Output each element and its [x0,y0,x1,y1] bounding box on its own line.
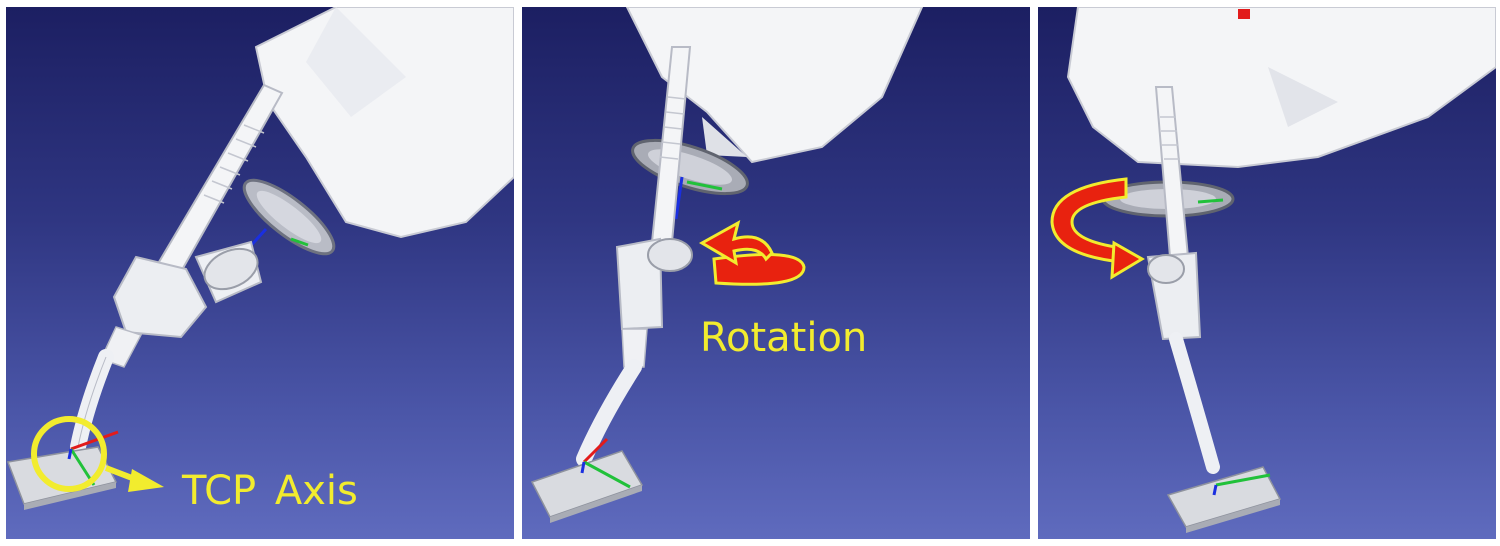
panel-rotation: Rotation [522,7,1030,539]
rotation-arrow-icon [1050,177,1145,280]
robot-render-3 [1050,7,1496,533]
panel-rotated-pose [1038,7,1496,539]
callout-arrow-icon [104,465,164,492]
rotation-arrow-icon [698,220,806,286]
tcp-axis-label: TCP Axis [182,468,358,514]
panel-tcp-axis: TCP Axis [6,7,514,539]
tcp-highlight-circle-icon [31,416,107,492]
robot-render-1 [6,7,514,510]
robot-render-2 [530,7,924,523]
rotation-label: Rotation [700,315,868,361]
